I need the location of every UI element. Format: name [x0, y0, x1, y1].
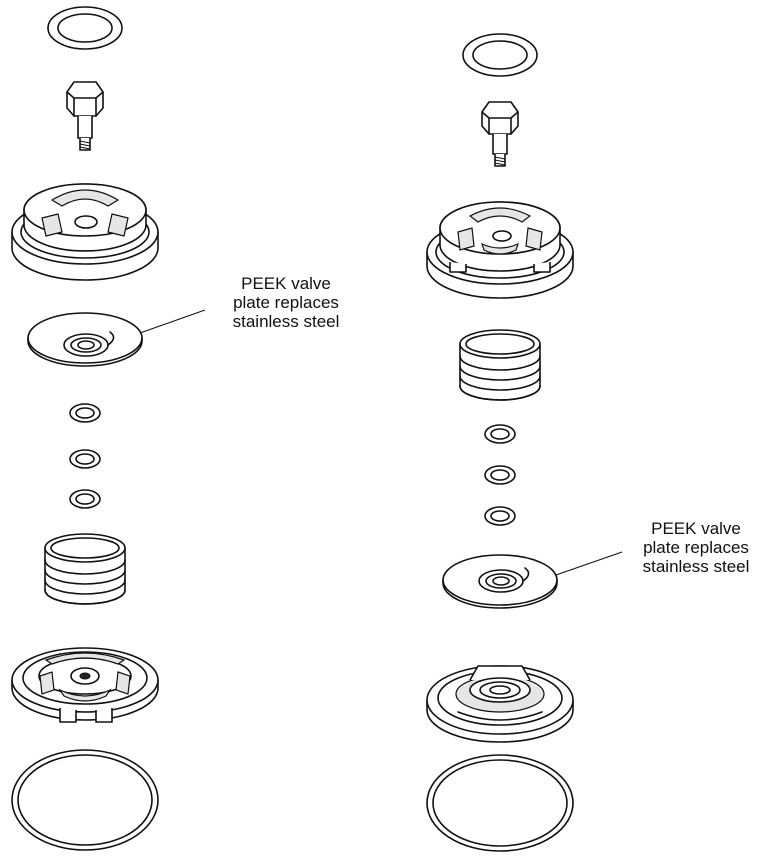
left-valve-body	[11, 647, 159, 723]
left-callout-line-3: stainless steel	[232, 312, 340, 331]
left-large-o-ring	[11, 749, 159, 851]
right-large-o-ring	[426, 754, 574, 852]
right-small-o-rings	[484, 424, 516, 526]
right-valve-housing	[426, 201, 574, 299]
left-spring	[44, 533, 126, 605]
right-callout-text: PEEK valve plate replaces stainless stee…	[618, 519, 774, 576]
left-hex-bolt	[66, 81, 104, 151]
left-callout-leader	[139, 309, 206, 334]
left-callout-text: PEEK valve plate replaces stainless stee…	[196, 274, 376, 331]
right-callout-leader	[555, 551, 623, 576]
right-peek-valve-plate	[442, 554, 558, 609]
left-valve-housing	[11, 183, 159, 281]
left-top-seal-ring	[47, 6, 123, 50]
right-callout-line-3: stainless steel	[642, 557, 750, 576]
right-top-seal-ring	[462, 33, 538, 77]
right-callout-line-2: plate replaces	[643, 538, 749, 557]
left-callout-line-2: plate replaces	[233, 293, 339, 312]
left-callout-line-1: PEEK valve	[241, 274, 331, 293]
right-valve-body	[426, 665, 574, 743]
left-peek-valve-plate	[27, 312, 143, 367]
right-spring	[459, 329, 541, 401]
left-small-o-rings	[69, 403, 101, 509]
right-callout-line-1: PEEK valve	[651, 519, 741, 538]
right-assembly	[426, 33, 623, 852]
left-assembly	[11, 6, 206, 851]
right-hex-bolt	[481, 101, 519, 167]
